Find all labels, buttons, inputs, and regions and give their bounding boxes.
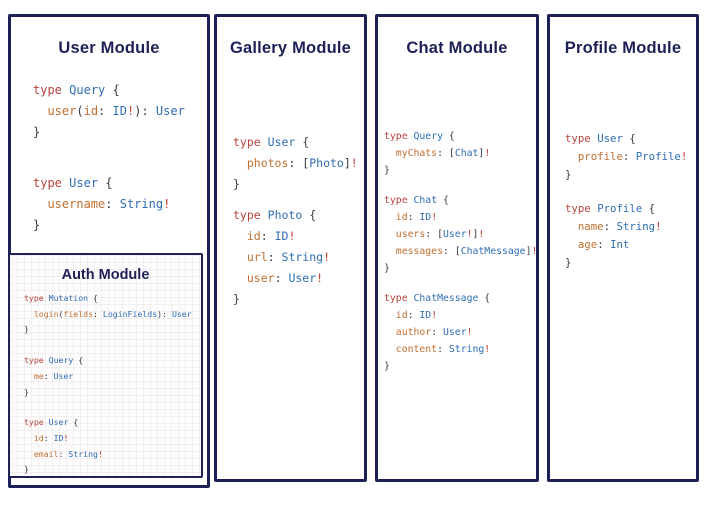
code-line: type User {	[24, 417, 79, 428]
code-line: name: String!	[577, 220, 662, 233]
module-card-profile: Profile Module type User { profile: Prof…	[547, 14, 699, 482]
code-line: type Query {	[384, 131, 455, 142]
module-title-user: User Module	[58, 39, 160, 57]
code-line: }	[24, 324, 29, 335]
code-line: type Profile {	[565, 202, 656, 215]
code-line: user: User!	[246, 271, 324, 285]
code-line: type User {	[565, 132, 636, 145]
code-block: type Profile { name: String! age: Int}	[565, 200, 696, 272]
code-line: }	[233, 177, 240, 191]
code-line: }	[384, 263, 390, 274]
code-line: type Photo {	[233, 208, 317, 222]
code-block: type Query { me: User}	[24, 353, 201, 400]
code-line: author: User!	[395, 327, 473, 338]
code-line: }	[33, 218, 41, 232]
code-line: type User {	[33, 176, 113, 190]
code-area-profile: type User { profile: Profile!}type Profi…	[565, 130, 696, 272]
code-line: }	[565, 168, 572, 181]
code-area-auth: type Mutation { login(fields: LoginField…	[24, 291, 201, 478]
code-line: id: ID!	[33, 432, 69, 443]
code-line: }	[24, 386, 29, 397]
module-title-chat: Chat Module	[406, 39, 508, 57]
code-line: type Query {	[33, 83, 120, 97]
code-area-user: type Query { user(id: ID!): User}type Us…	[33, 80, 207, 236]
code-line: }	[233, 292, 240, 306]
module-title-auth: Auth Module	[61, 267, 150, 283]
code-line: }	[384, 165, 390, 176]
code-block: type ChatMessage { id: ID! author: User!…	[384, 290, 536, 375]
code-block: type User { photos: [Photo]!}	[233, 132, 364, 195]
module-title-profile: Profile Module	[564, 39, 682, 57]
code-block: type Query { myChats: [Chat]!}	[384, 128, 536, 179]
code-line: id: ID!	[395, 212, 438, 223]
code-line: login(fields: LoginFields): User	[33, 308, 192, 319]
module-card-user: User Module type Query { user(id: ID!): …	[8, 14, 210, 488]
code-block: type User { username: String!}	[33, 173, 207, 236]
code-area-gallery: type User { photos: [Photo]!}type Photo …	[233, 132, 364, 310]
code-line: url: String!	[246, 250, 330, 264]
code-area-chat: type Query { myChats: [Chat]!}type Chat …	[384, 128, 538, 375]
code-line: username: String!	[47, 197, 171, 211]
code-line: type Query {	[24, 355, 84, 366]
code-block: type Photo { id: ID! url: String! user: …	[233, 205, 364, 310]
module-title-gallery: Gallery Module	[229, 39, 352, 57]
code-block: type Mutation { login(fields: LoginField…	[24, 291, 201, 338]
code-line: }	[33, 125, 41, 139]
code-line: age: Int	[577, 238, 630, 251]
code-line: }	[565, 256, 572, 269]
code-block: type User { profile: Profile!}	[565, 130, 696, 184]
code-line: id: ID!	[395, 310, 438, 321]
code-line: }	[24, 464, 29, 475]
code-line: type User {	[233, 135, 310, 149]
code-block: type Chat { id: ID! users: [User!]! mess…	[384, 192, 538, 277]
code-line: profile: Profile!	[577, 150, 688, 163]
code-line: users: [User!]!	[395, 229, 485, 240]
code-line: type Mutation {	[24, 293, 98, 303]
code-line: email: String!	[33, 448, 103, 459]
code-line: messages: [ChatMessage]!	[395, 246, 538, 257]
code-line: content: String!	[395, 344, 491, 355]
code-block: type User { id: ID! email: String!}	[24, 415, 201, 478]
code-line: user(id: ID!): User	[47, 104, 185, 118]
module-card-auth: Auth Module type Mutation { login(fields…	[8, 253, 203, 478]
code-line: type ChatMessage {	[384, 293, 491, 304]
code-line: myChats: [Chat]!	[395, 148, 491, 159]
module-card-gallery: Gallery Module type User { photos: [Phot…	[214, 14, 367, 482]
code-line: }	[384, 361, 390, 372]
code-line: id: ID!	[246, 229, 296, 243]
code-block: type Query { user(id: ID!): User}	[33, 80, 207, 143]
module-card-chat: Chat Module type Query { myChats: [Chat]…	[375, 14, 539, 482]
code-line: photos: [Photo]!	[246, 156, 358, 170]
code-line: type Chat {	[384, 195, 449, 206]
code-line: me: User	[33, 370, 74, 381]
